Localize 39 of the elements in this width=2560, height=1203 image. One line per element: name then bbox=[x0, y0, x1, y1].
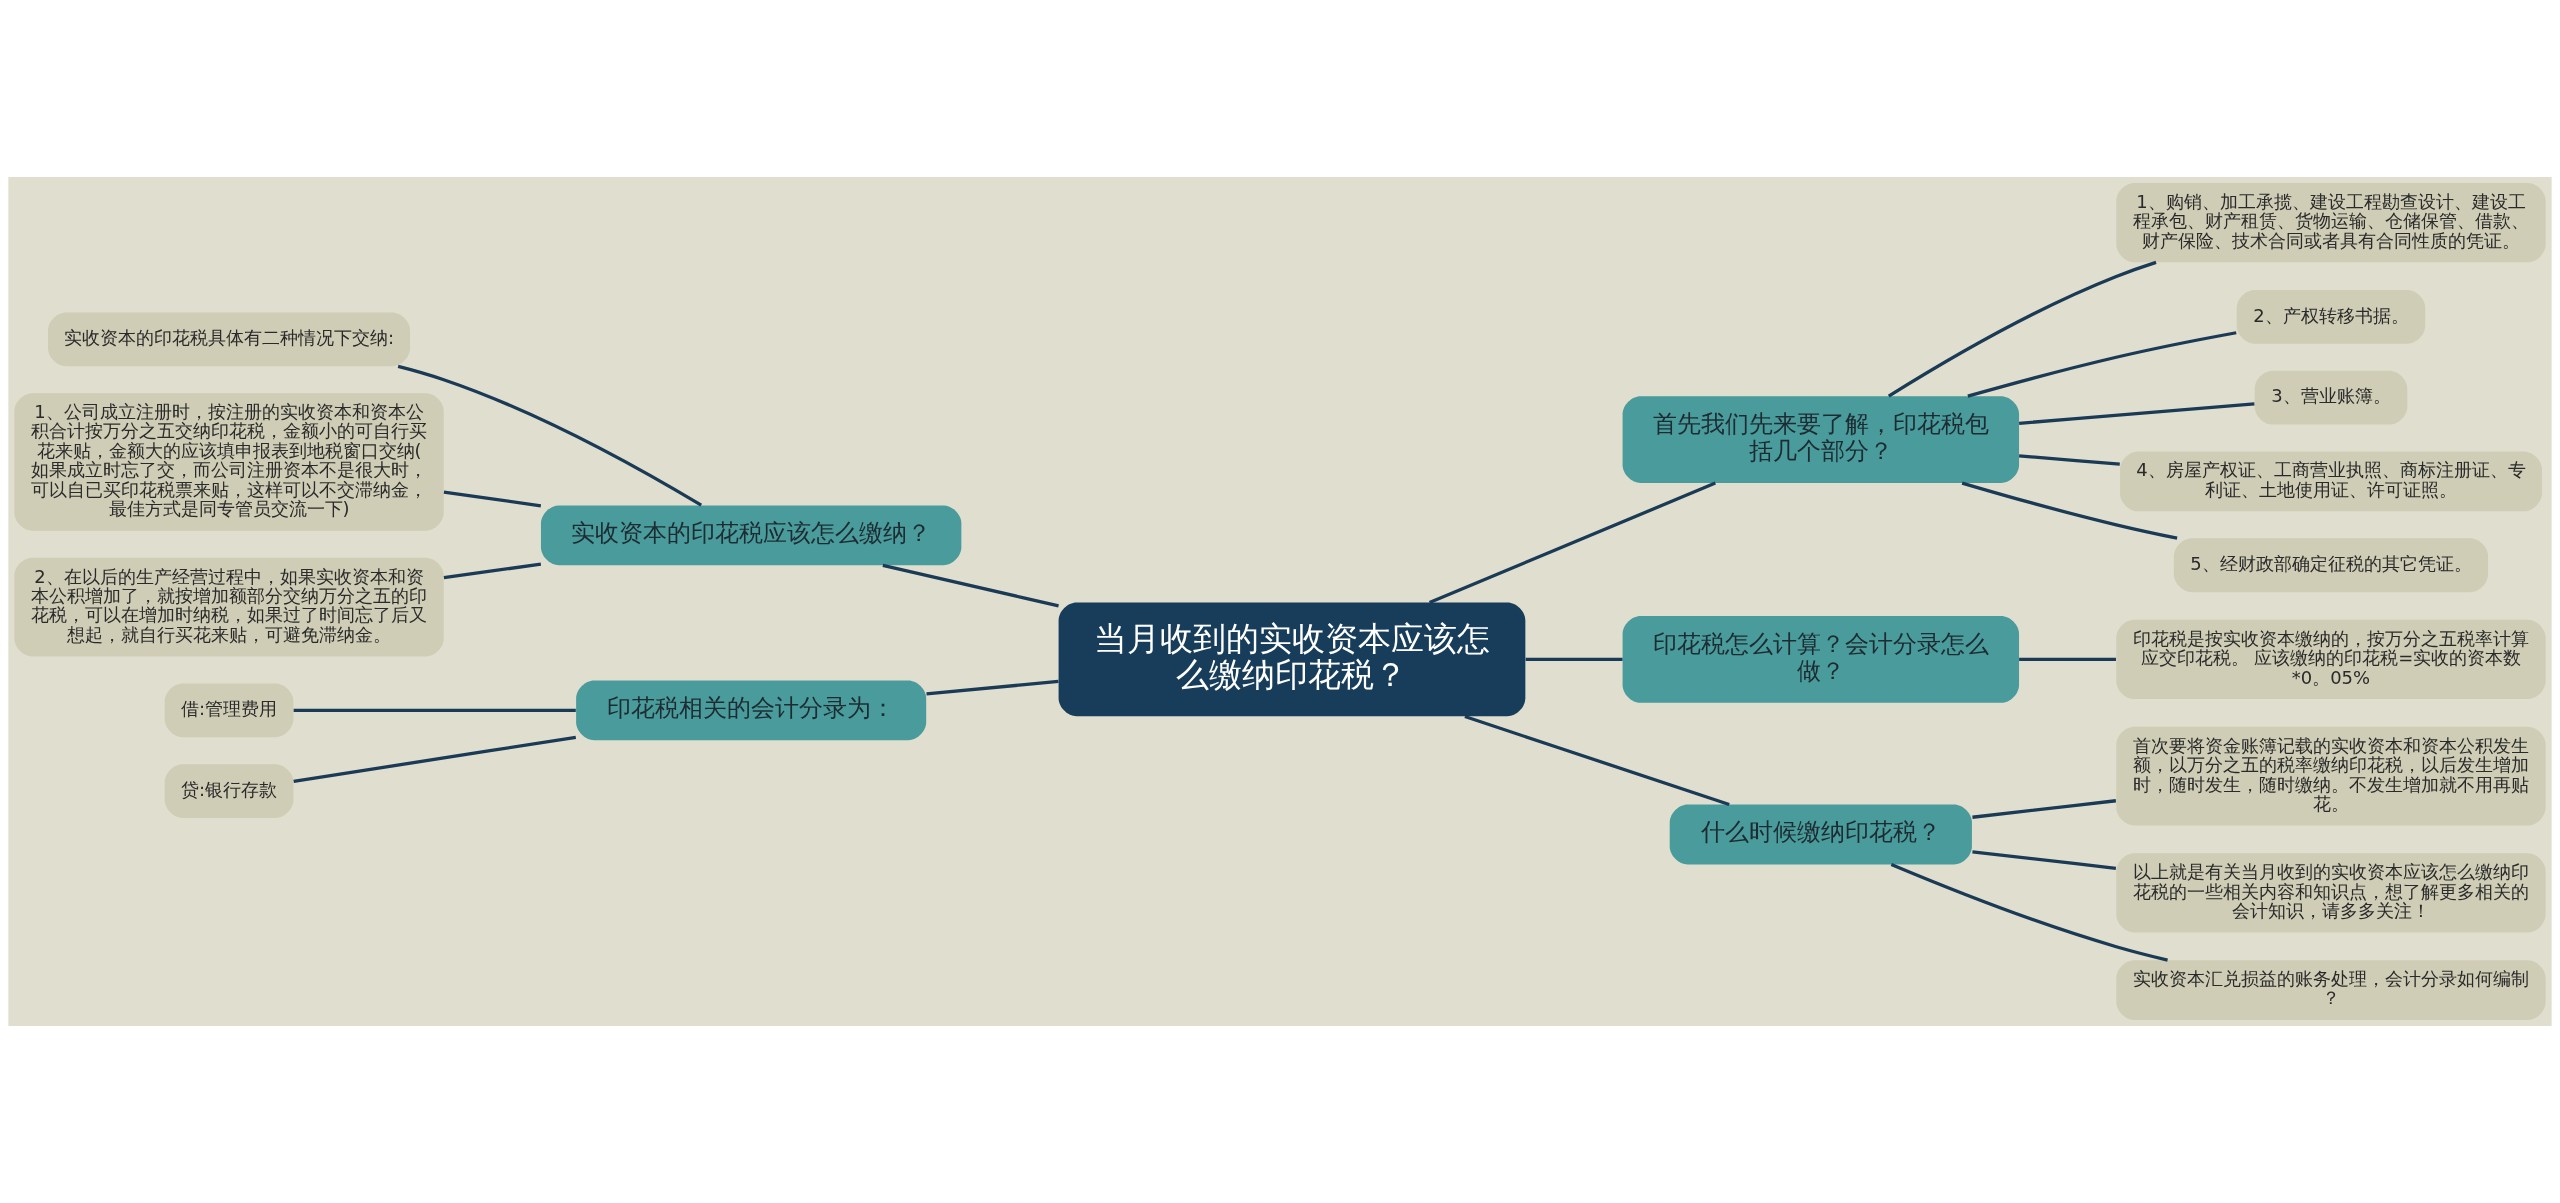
connector bbox=[2019, 454, 2120, 466]
connector bbox=[1428, 481, 1716, 605]
node-box: 印花税相关的会计分录为： bbox=[576, 680, 927, 741]
connector bbox=[293, 708, 576, 712]
connector bbox=[1967, 331, 2237, 398]
node-box: 实收资本汇兑损益的账务处理，会计分录如何编制？ bbox=[2116, 960, 2546, 1020]
node-box: 3、营业账簿。 bbox=[2254, 370, 2408, 425]
node-box: 印花税怎么计算？会计分录怎么做？ bbox=[1622, 616, 2020, 703]
connector bbox=[443, 562, 542, 580]
node-box: 1、购销、加工承揽、建设工程勘查设计、建设工程承包、财产租赁、货物运输、仓储保管、借款、财产保险、技术合同或者具有合同性质的凭证。 bbox=[2116, 183, 2546, 263]
connector bbox=[2019, 657, 2116, 662]
node-box: 4、房屋产权证、工商营业执照、商标注册证、专利证、土地使用证、许可证照。 bbox=[2120, 451, 2542, 512]
node-box: 5、经财政部确定征税的其它凭证。 bbox=[2173, 538, 2489, 593]
node-box: 当月收到的实收资本应该怎么缴纳印花税？ bbox=[1058, 602, 1526, 717]
node-box: 2、产权转移书据。 bbox=[2236, 289, 2426, 344]
connector bbox=[397, 364, 703, 507]
node-box: 什么时候缴纳印花税？ bbox=[1669, 804, 1972, 865]
connector bbox=[1887, 260, 2157, 398]
connector bbox=[443, 490, 542, 508]
connector bbox=[1464, 715, 1730, 807]
node-box: 以上就是有关当月收到的实收资本应该怎么缴纳印花税的一些相关内容和知识点，想了解更多相关的会计知识，请多多关注！ bbox=[2116, 853, 2546, 933]
node-box: 实收资本的印花税应该怎么缴纳？ bbox=[540, 505, 962, 566]
node-box: 实收资本的印花税具体有二种情况下交纳: bbox=[48, 312, 411, 367]
node-box: 首先我们先来要了解，印花税包括几个部分？ bbox=[1622, 396, 2020, 483]
connector bbox=[882, 563, 1059, 608]
connector bbox=[926, 679, 1059, 696]
node-box: 贷:银行存款 bbox=[164, 764, 294, 819]
connector bbox=[2019, 402, 2255, 425]
connector bbox=[1525, 657, 1623, 662]
node-box: 借:管理费用 bbox=[164, 683, 294, 738]
connector bbox=[1890, 863, 2168, 962]
node-box: 印花税是按实收资本缴纳的，按万分之五税率计算应交印花税。 应该缴纳的印花税=实收的资本数*0。05% bbox=[2116, 619, 2546, 700]
node-box: 1、公司成立注册时，按注册的实收资本和资本公积合计按万分之五交纳印花税，金额小的可自行买花来贴，金额大的应该填申报表到地税窗口交纳(如果成立时忘了交，而公司注册资本不是很大时，可以自已买印花税票来贴，这样可以不交滞纳金，最佳方式是同专管员交流一下) bbox=[14, 393, 444, 531]
node-box: 首次要将资金账簿记载的实收资本和资本公积发生额，以万分之五的税率缴纳印花税，以后发生增加时，随时发生，随时缴纳。不发生增加就不用再贴花。 bbox=[2116, 726, 2546, 826]
connector bbox=[1972, 850, 2117, 870]
node-box: 2、在以后的生产经营过程中，如果实收资本和资本公积增加了，就按增加额部分交纳万分之五的印花税，可以在增加时纳税，如果过了时间忘了后又想起，就自行买花来贴，可避免滞纳金。 bbox=[14, 557, 444, 657]
connector bbox=[1961, 481, 2178, 540]
connector bbox=[293, 735, 577, 783]
connector bbox=[1972, 799, 2117, 819]
